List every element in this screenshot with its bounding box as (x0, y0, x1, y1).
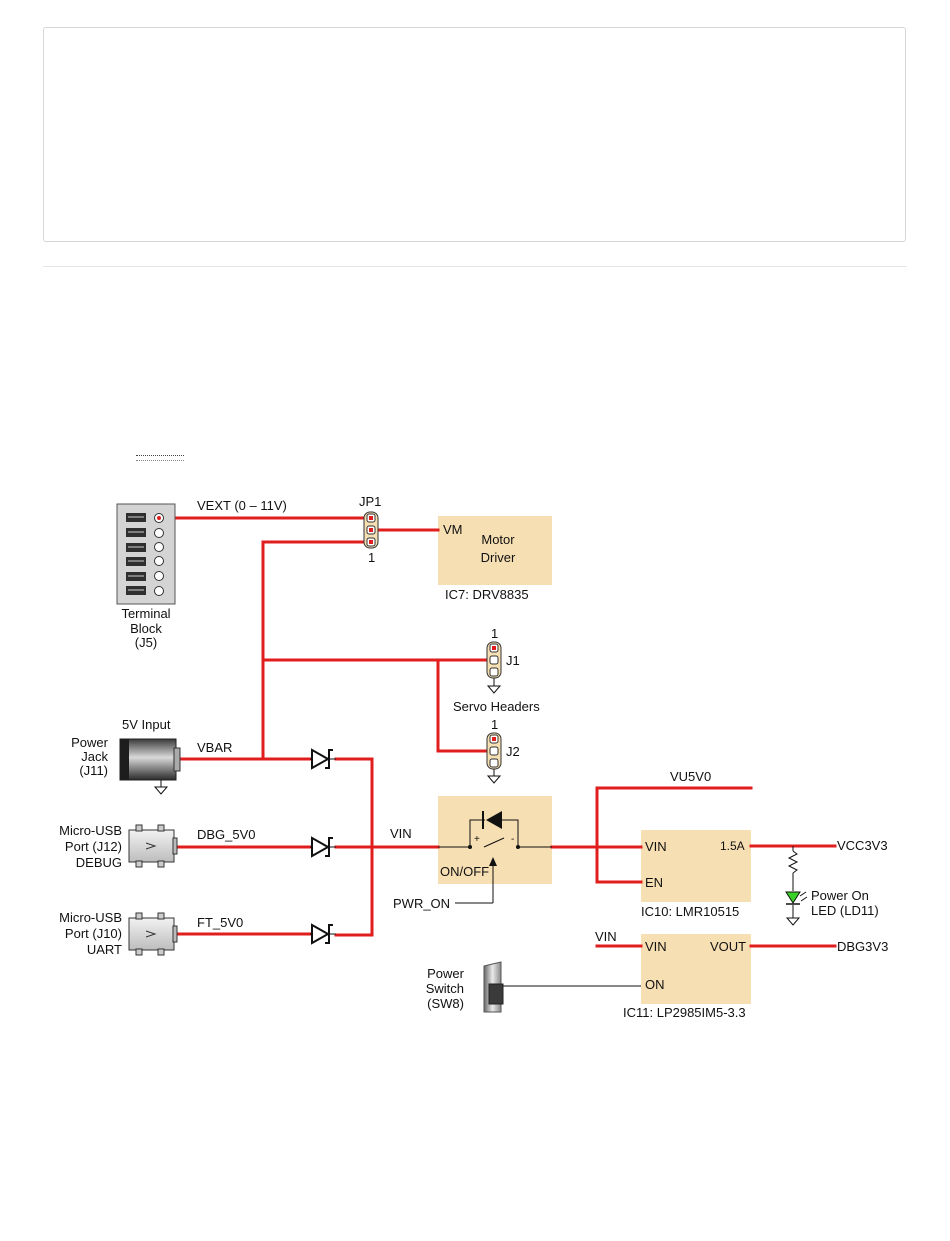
usb-debug-label: Port (J12) (65, 839, 122, 854)
dotted-mark (136, 455, 184, 461)
ic10-current-label: 1.5A (720, 839, 745, 853)
j1-pin-label: 1 (491, 626, 498, 641)
ic10-vin-label: VIN (645, 839, 667, 854)
usb-uart-label: Micro-USB (59, 910, 122, 925)
usb-uart-label: UART (87, 942, 122, 957)
power-on-led (785, 891, 808, 905)
motor-driver-block (438, 516, 552, 585)
on-off-switch-symbol (438, 811, 552, 849)
ic11-on-label: ON (645, 977, 665, 992)
jumper-jp1 (363, 511, 379, 549)
ic11-block (641, 934, 751, 1004)
vbar-label: VBAR (197, 740, 232, 755)
micro-usb-j12 (128, 824, 178, 868)
motor-driver-label: Driver (481, 550, 516, 565)
vcc3v3-label: VCC3V3 (837, 838, 888, 853)
diode-dbg (310, 836, 336, 858)
ic10-block (641, 830, 751, 902)
j1-label: J1 (506, 653, 520, 668)
power-switch-block (438, 796, 552, 884)
plus-label: + (474, 834, 480, 845)
servo-headers-label: Servo Headers (453, 699, 540, 714)
servo-header-j2 (486, 732, 502, 784)
dbg-5v0-label: DBG_5V0 (197, 827, 256, 842)
ft-5v0-label: FT_5V0 (197, 915, 243, 930)
jp1-pin-label: 1 (368, 550, 375, 565)
ic11-vin-label: VIN (645, 939, 667, 954)
vm-label: VM (443, 522, 463, 537)
five-v-input-label: 5V Input (122, 717, 171, 732)
power-switch-label: Switch (426, 981, 464, 996)
ic11-vout-label: VOUT (710, 939, 746, 954)
vin2-label: VIN (595, 929, 617, 944)
power-jack-label: Jack (81, 749, 108, 764)
terminal-block-j5 (116, 503, 176, 605)
power-switch-sw8 (483, 961, 504, 1013)
usb-uart-label: Port (J10) (65, 926, 122, 941)
power-on-led-label: LED (LD11) (811, 903, 879, 918)
servo-header-j1 (486, 641, 502, 694)
power-jack-j11 (119, 738, 181, 795)
power-jack-label: Power (71, 735, 109, 750)
vu5v0-label: VU5V0 (670, 769, 711, 784)
vin-label: VIN (390, 826, 412, 841)
power-switch-label: (SW8) (427, 996, 464, 1011)
terminal-block-label: Block (130, 621, 162, 636)
ic10-label: IC10: LMR10515 (641, 904, 739, 919)
wires (157, 516, 837, 948)
minus-label: - (511, 834, 514, 845)
dbg3v3-label: DBG3V3 (837, 939, 888, 954)
ic10-en-label: EN (645, 875, 663, 890)
j2-pin-label: 1 (491, 717, 498, 732)
vext-label: VEXT (0 – 11V) (197, 498, 287, 513)
terminal-block-label: (J5) (135, 635, 157, 650)
power-jack-label: (J11) (79, 763, 108, 778)
usb-debug-label: Micro-USB (59, 823, 122, 838)
on-off-label: ON/OFF (440, 864, 489, 879)
signal-lines (455, 846, 801, 987)
j2-label: J2 (506, 744, 520, 759)
pwr-on-label: PWR_ON (393, 896, 450, 911)
terminal-block-label: Terminal (121, 606, 170, 621)
power-switch-label: Power (427, 966, 465, 981)
ic11-label: IC11: LP2985IM5-3.3 (623, 1005, 746, 1020)
horizontal-rule (43, 266, 907, 267)
power-on-led-label: Power On (811, 888, 869, 903)
motor-driver-label: Motor (481, 532, 515, 547)
ic7-label: IC7: DRV8835 (445, 587, 529, 602)
usb-debug-label: DEBUG (76, 855, 122, 870)
diode-vbar (310, 748, 336, 770)
micro-usb-j10 (128, 912, 178, 956)
jp1-label: JP1 (359, 494, 381, 509)
note-box (43, 27, 906, 242)
diode-ft (310, 923, 336, 945)
